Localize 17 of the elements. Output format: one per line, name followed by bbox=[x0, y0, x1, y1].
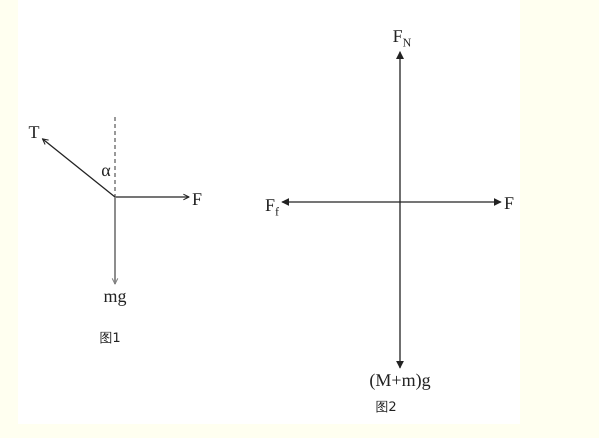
angle-label: α bbox=[101, 161, 111, 179]
force-arrow bbox=[281, 198, 400, 206]
force-label: (M+m)g bbox=[369, 371, 431, 389]
force-label: mg bbox=[103, 287, 126, 305]
force-arrow bbox=[396, 51, 404, 202]
force-label: F bbox=[192, 190, 202, 208]
force-arrow bbox=[42, 138, 116, 198]
force-arrow bbox=[400, 198, 502, 206]
figure-caption: 图2 bbox=[375, 400, 397, 414]
force-arrow bbox=[396, 202, 404, 369]
force-label: F bbox=[504, 194, 514, 212]
force-label: F$_{N}$ bbox=[392, 27, 412, 49]
figure-caption: 图1 bbox=[99, 332, 121, 344]
force-label: T bbox=[28, 123, 40, 141]
force-arrow bbox=[112, 197, 118, 285]
force-label: F$_{f}$ bbox=[264, 196, 279, 218]
force-arrow bbox=[115, 194, 190, 200]
